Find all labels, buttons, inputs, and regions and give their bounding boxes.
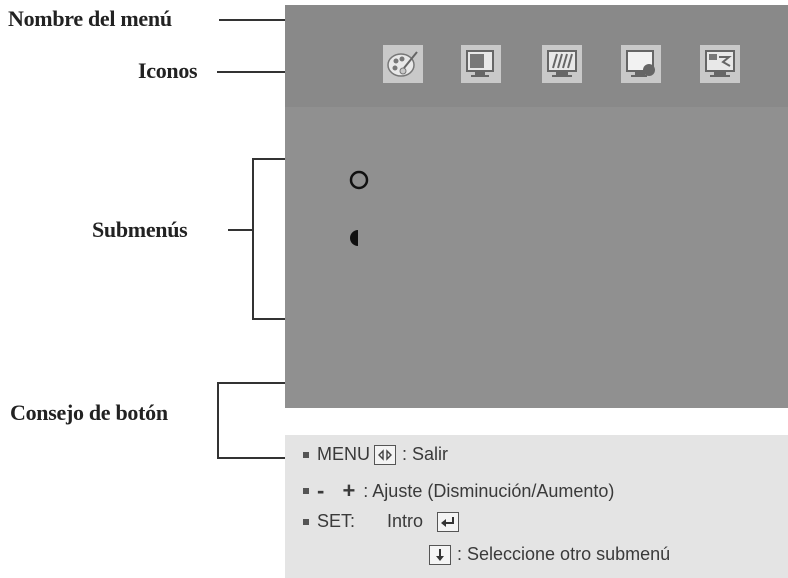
hint-menu-row: MENU : Salir — [303, 444, 448, 465]
adjust-action-text: : Ajuste (Disminución/Aumento) — [363, 480, 615, 501]
submenus-bracket-top — [252, 158, 285, 160]
circle-marker-icon — [349, 170, 369, 190]
menu-key-text: MENU — [317, 444, 370, 464]
button-tip-bracket-bottom — [217, 457, 285, 459]
icons-label: Iconos — [138, 58, 198, 83]
bullet-icon — [303, 488, 309, 494]
submenus-label: Submenús — [92, 217, 188, 242]
submenus-bracket-bottom — [252, 318, 285, 320]
menu-name-leader-line — [219, 19, 285, 21]
half-circle-marker-icon — [350, 230, 358, 246]
osd-submenu-area — [285, 107, 788, 408]
hint-set-row: SET: Intro — [303, 511, 465, 532]
submenus-bracket-vertical — [252, 158, 254, 320]
button-tip-bracket-vertical — [217, 382, 219, 458]
hint-select-row: : Seleccione otro submenú — [425, 544, 670, 565]
exit-arrows-icon — [374, 444, 396, 465]
bullet-icon — [303, 451, 309, 458]
palette-icon[interactable] — [383, 45, 423, 83]
enter-key-icon — [437, 511, 460, 532]
set-key-text: SET: — [317, 511, 356, 531]
down-arrow-key-icon — [429, 544, 451, 565]
image-adjust-icon[interactable] — [621, 45, 661, 83]
menu-name-label: Nombre del menú — [8, 6, 172, 31]
bullet-icon — [303, 518, 309, 525]
submenus-leader-line — [228, 229, 252, 231]
hint-adjust-row: - + : Ajuste (Disminución/Aumento) — [303, 478, 614, 504]
icons-leader-line — [217, 71, 285, 73]
button-hint-box: MENU : Salir - + : Ajuste (Disminución/A… — [285, 435, 788, 578]
adjust-keys-text: - + — [317, 478, 362, 503]
button-tip-label: Consejo de botón — [10, 400, 168, 425]
tracking-icon[interactable] — [542, 45, 582, 83]
select-action-text: : Seleccione otro submenú — [457, 544, 671, 564]
osd-panel — [285, 5, 788, 408]
setup-icon[interactable] — [700, 45, 740, 83]
set-action-text: Intro — [387, 511, 424, 531]
monitor-icon[interactable] — [461, 45, 501, 83]
button-tip-bracket-top — [217, 382, 285, 384]
menu-action-text: : Salir — [402, 444, 449, 464]
